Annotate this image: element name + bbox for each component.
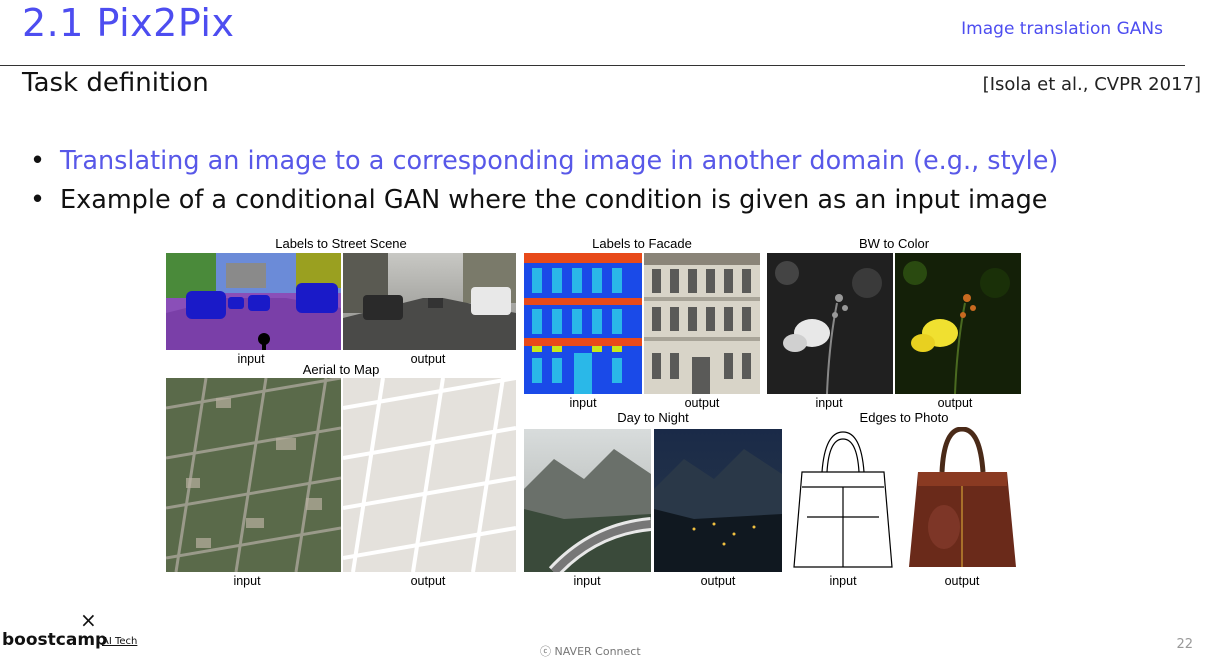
aerial-photo-image xyxy=(166,378,341,572)
map-image xyxy=(343,378,516,572)
day-photo-image xyxy=(524,429,651,572)
label-input: input xyxy=(237,352,265,366)
street-photo-image xyxy=(343,253,516,350)
subsection-title: Task definition xyxy=(22,68,209,98)
brand-logo: boostcamp xyxy=(2,630,108,650)
street-label-map-image xyxy=(166,253,341,350)
citation: [Isola et al., CVPR 2017] xyxy=(982,74,1201,95)
label-input: input xyxy=(569,396,597,410)
facade-photo-image xyxy=(644,253,760,394)
caption-day-to-night: Day to Night xyxy=(617,410,689,425)
label-output: output xyxy=(700,574,736,588)
caption-labels-to-facade: Labels to Facade xyxy=(592,236,692,251)
label-output: output xyxy=(937,396,973,410)
copyright-text: ⓒ NAVER Connect xyxy=(540,645,641,658)
bag-photo-image xyxy=(904,427,1021,572)
bullet-list: Translating an image to a corresponding … xyxy=(30,142,1058,220)
label-input: input xyxy=(815,396,843,410)
label-output: output xyxy=(410,352,446,366)
section-tag: Image translation GANs xyxy=(961,19,1163,39)
label-output: output xyxy=(684,396,720,410)
night-photo-image xyxy=(654,429,782,572)
bw-photo-image xyxy=(767,253,893,394)
page-number: 22 xyxy=(1176,637,1193,652)
brand-suffix: AI Tech xyxy=(102,636,138,647)
slide-title: 2.1 Pix2Pix xyxy=(22,1,235,45)
label-input: input xyxy=(233,574,261,588)
header-divider xyxy=(0,65,1185,66)
caption-aerial-to-map: Aerial to Map xyxy=(302,362,380,377)
bullet-item: Translating an image to a corresponding … xyxy=(30,142,1058,181)
facade-label-map-image xyxy=(524,253,642,394)
brand-mark-icon: × xyxy=(80,608,97,632)
caption-edges-to-photo: Edges to Photo xyxy=(859,410,949,425)
color-photo-image xyxy=(895,253,1021,394)
edge-sketch-image xyxy=(787,427,899,572)
bullet-item: Example of a conditional GAN where the c… xyxy=(30,181,1058,220)
label-input: input xyxy=(829,574,857,588)
label-output: output xyxy=(410,574,446,588)
label-output: output xyxy=(944,574,980,588)
caption-labels-to-street: Labels to Street Scene xyxy=(275,236,407,251)
caption-bw-to-color: BW to Color xyxy=(858,236,930,251)
label-input: input xyxy=(573,574,601,588)
